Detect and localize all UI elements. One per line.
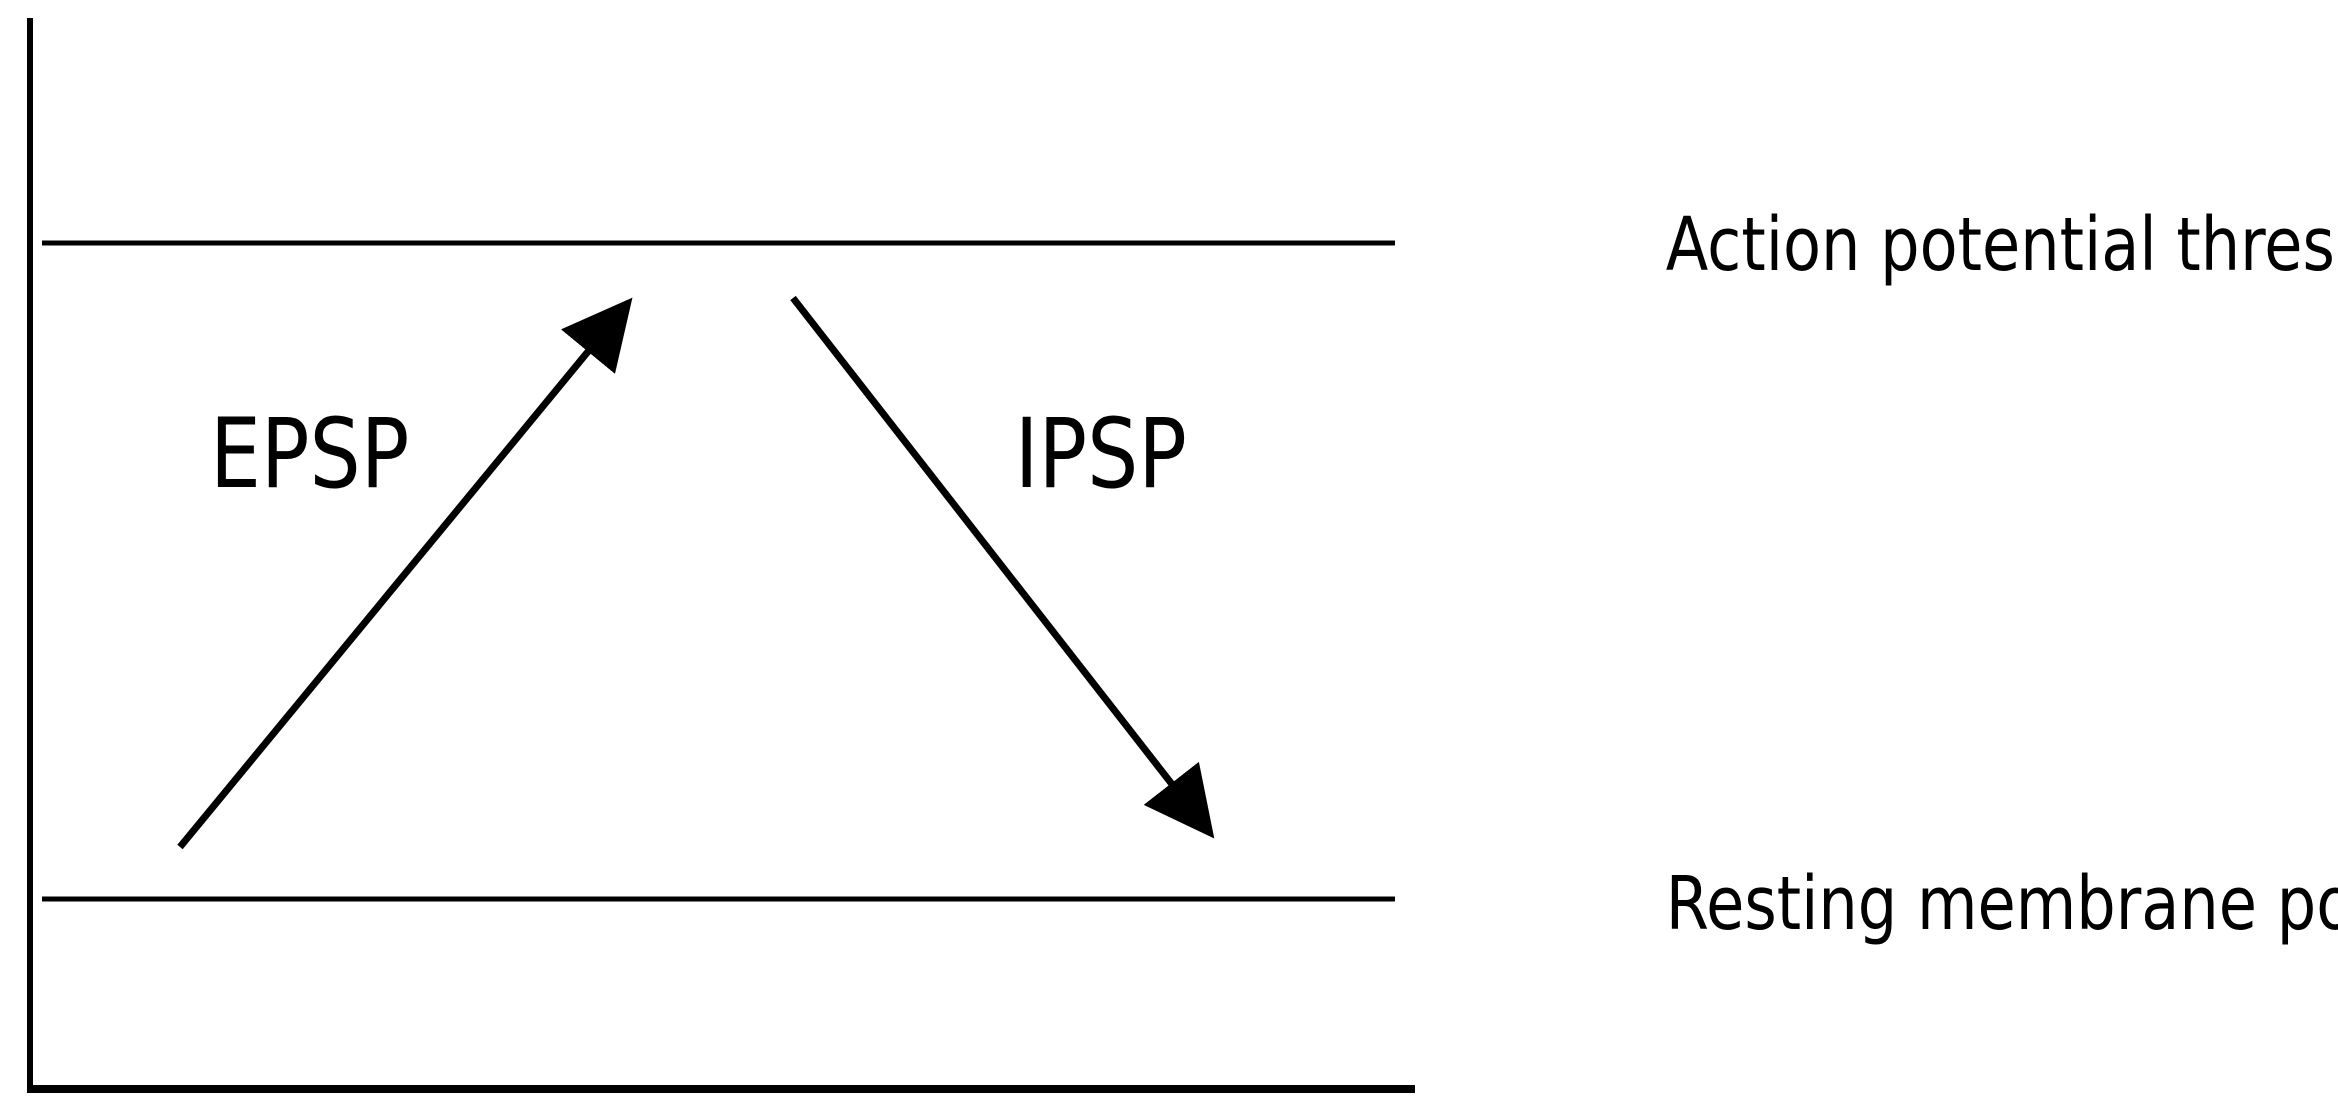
ipsp-arrow [790, 295, 1215, 839]
threshold-label: Action potential threshold [1666, 203, 2338, 289]
ipsp-label: IPSP [1015, 398, 1187, 510]
epsp-arrow [177, 297, 633, 850]
epsp-label: EPSP [210, 398, 409, 510]
resting-label: Resting membrane potential [1666, 862, 2338, 948]
